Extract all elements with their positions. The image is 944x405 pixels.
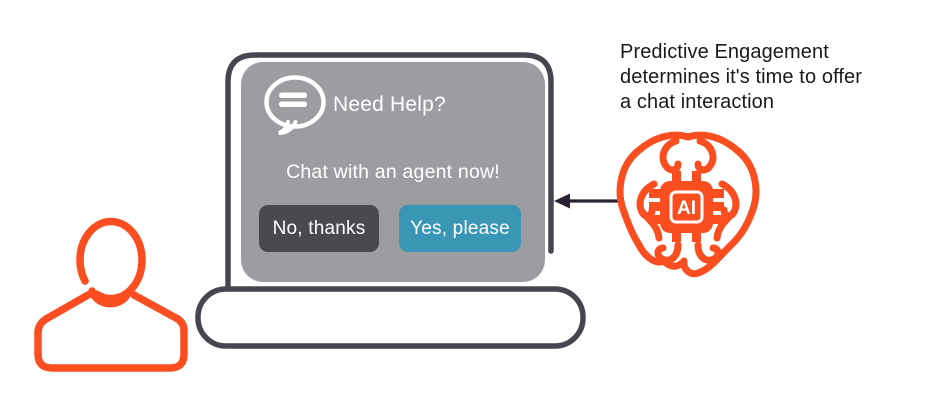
chip-inner-frame: [669, 190, 704, 224]
user-icon-svg: [34, 217, 188, 372]
brain-fold-bottom-right: [694, 241, 722, 264]
annotation-line-2: determines it's time to offer: [620, 66, 863, 88]
brain-fold-lower-left: [640, 210, 663, 242]
chip-pin: [712, 202, 724, 211]
brain-fold-lower-right: [713, 210, 736, 242]
chat-bubble-icon-svg: [264, 75, 326, 136]
accept-button[interactable]: Yes, please: [399, 205, 521, 252]
user-body: [34, 291, 188, 372]
user-icon: [30, 213, 192, 375]
brain-fold-bottom-left: [654, 241, 682, 264]
chip-pin: [649, 189, 661, 198]
chip-pin: [672, 231, 681, 242]
brain-outline: [616, 131, 760, 278]
brain-ai-chip-icon: AI: [612, 130, 764, 280]
chip-pin: [692, 171, 701, 182]
arrow-left-svg: [554, 193, 622, 209]
user-head: [76, 217, 146, 303]
ai-chip: AI: [649, 171, 724, 242]
chip-pin: [649, 215, 661, 224]
brain-fold-top-left: [659, 137, 682, 174]
brain-fold-top-right: [694, 137, 717, 174]
chip-pin: [712, 189, 724, 198]
bubble-line-1: [279, 92, 307, 98]
user-neck: [88, 287, 132, 308]
annotation-text: Predictive Engagement determines it's ti…: [620, 40, 930, 115]
chat-bubble-icon: [264, 75, 327, 136]
chip-pin: [712, 215, 724, 224]
chat-message: Chat with an agent now!: [286, 161, 500, 183]
bubble-tail: [278, 120, 298, 136]
arrow-left: [548, 190, 628, 212]
brain-ai-chip-svg: AI: [616, 131, 760, 278]
chat-title: Need Help?: [333, 93, 446, 116]
chip-pin: [672, 171, 681, 182]
laptop-base: [195, 286, 586, 349]
chip-pin: [649, 202, 661, 211]
annotation-line-3: a chat interaction: [620, 91, 775, 113]
chat-offer-panel: Need Help? Chat with an agent now! No, t…: [241, 62, 545, 282]
bubble-line-2: [279, 101, 307, 107]
chip-pin: [692, 231, 701, 242]
laptop-screen-frame: [225, 52, 554, 299]
arrow-head: [554, 193, 570, 209]
ai-chip-label: AI: [677, 198, 696, 219]
decline-button[interactable]: No, thanks: [259, 205, 379, 252]
annotation-line-1: Predictive Engagement: [620, 41, 829, 63]
